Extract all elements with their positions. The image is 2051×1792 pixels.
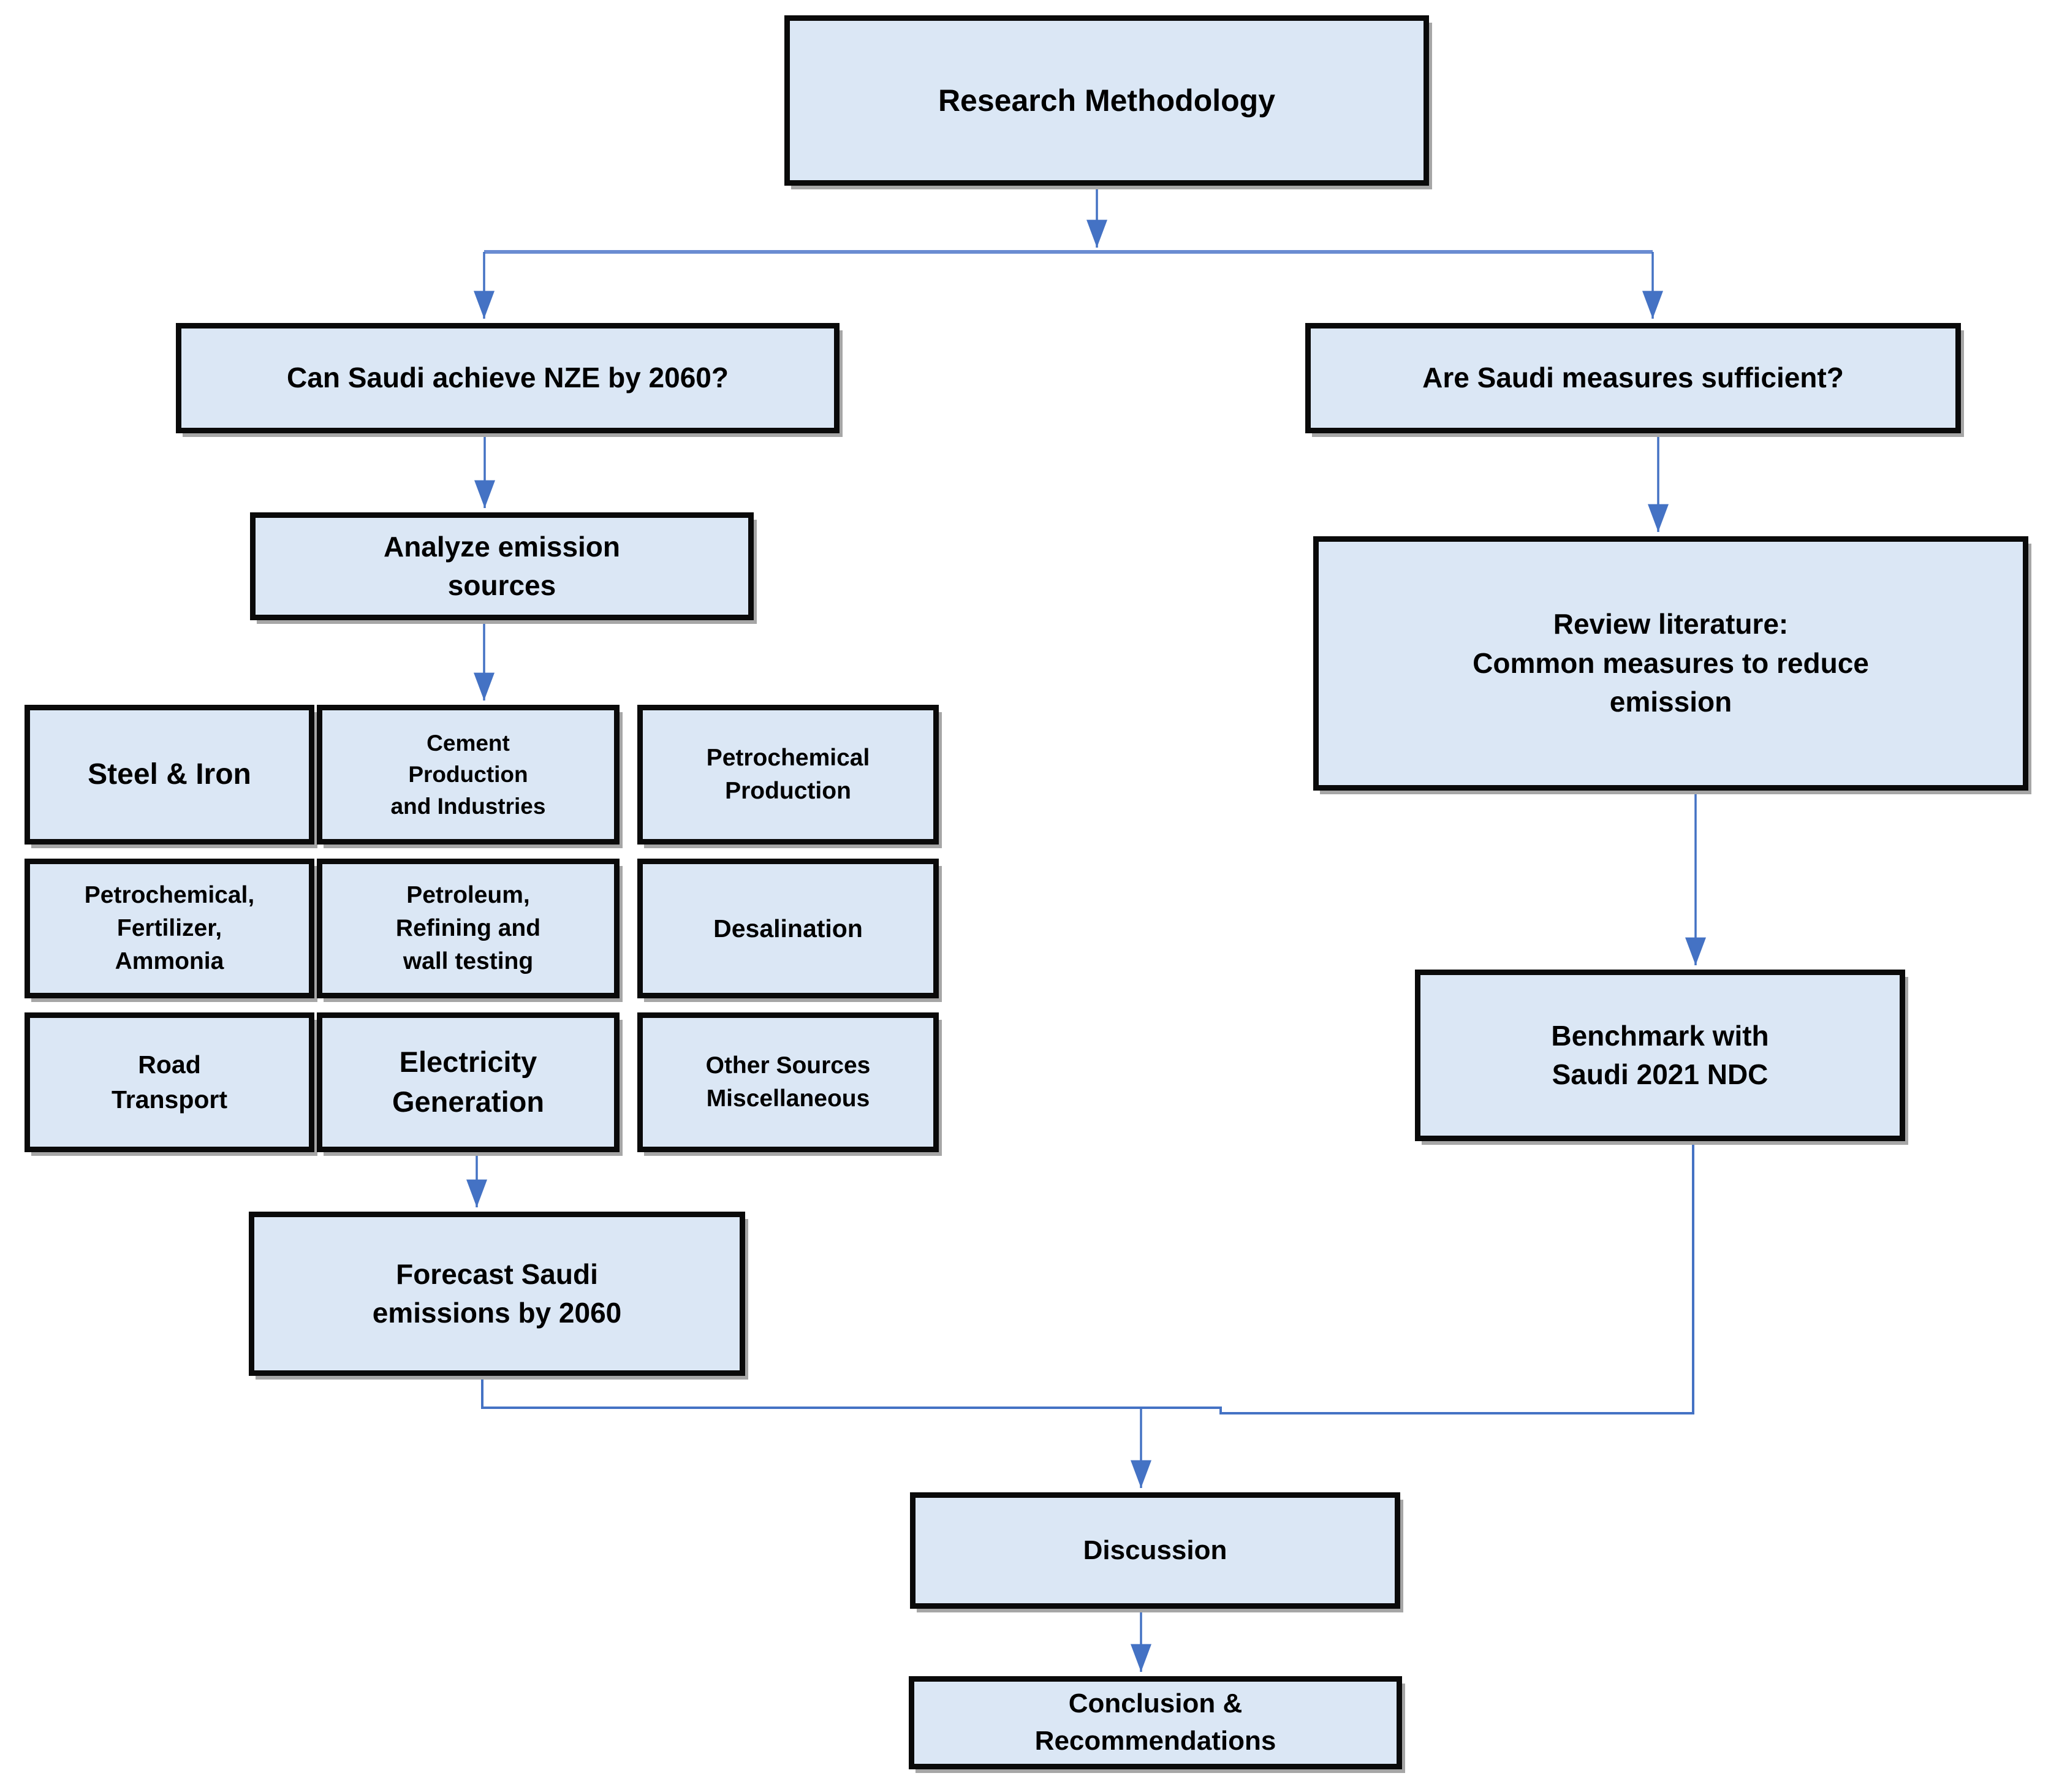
node-steel-iron-label: Steel & Iron <box>88 757 251 791</box>
node-benchmark-saudi-ndc-label: Benchmark with Saudi 2021 NDC <box>1551 1019 1769 1090</box>
node-petrochemical-production-label: Petrochemical Production <box>706 745 870 804</box>
node-discussion: Discussion <box>910 1492 1400 1609</box>
node-conclusion-recommendations-label: Conclusion & Recommendations <box>1034 1688 1276 1756</box>
node-other-sources-miscellaneous-label: Other Sources Miscellaneous <box>705 1052 871 1112</box>
node-conclusion-recommendations: Conclusion & Recommendations <box>909 1676 1402 1769</box>
node-petroleum-refining-label: Petroleum, Refining and wall testing <box>395 882 541 974</box>
node-road-transport-label: Road Transport <box>111 1050 228 1114</box>
node-discussion-label: Discussion <box>1083 1535 1227 1565</box>
node-steel-iron: Steel & Iron <box>25 705 314 845</box>
node-can-saudi-achieve-nze-label: Can Saudi achieve NZE by 2060? <box>287 362 729 394</box>
node-petrochemical-fertilizer-ammonia-label: Petrochemical, Fertilizer, Ammonia <box>84 882 255 974</box>
node-desalination-label: Desalination <box>713 914 863 943</box>
node-other-sources-miscellaneous: Other Sources Miscellaneous <box>637 1012 939 1152</box>
node-cement-production: Cement Production and Industries <box>317 705 620 845</box>
node-research-methodology: Research Methodology <box>784 15 1429 186</box>
node-petrochemical-fertilizer-ammonia: Petrochemical, Fertilizer, Ammonia <box>25 859 314 998</box>
node-review-literature: Review literature: Common measures to re… <box>1313 536 2028 791</box>
node-forecast-saudi-emissions-label: Forecast Saudi emissions by 2060 <box>372 1258 622 1329</box>
node-review-literature-label: Review literature: Common measures to re… <box>1473 608 1869 718</box>
node-cement-production-label: Cement Production and Industries <box>390 731 546 819</box>
node-petrochemical-production: Petrochemical Production <box>637 705 939 845</box>
node-forecast-saudi-emissions: Forecast Saudi emissions by 2060 <box>249 1212 745 1376</box>
node-analyze-emission-sources-label: Analyze emission sources <box>383 530 621 601</box>
node-benchmark-saudi-ndc: Benchmark with Saudi 2021 NDC <box>1415 970 1905 1141</box>
node-desalination: Desalination <box>637 859 939 998</box>
node-are-saudi-measures-sufficient-label: Are Saudi measures sufficient? <box>1422 362 1844 394</box>
node-road-transport: Road Transport <box>25 1012 314 1152</box>
node-electricity-generation: Electricity Generation <box>317 1012 620 1152</box>
node-analyze-emission-sources: Analyze emission sources <box>250 512 754 620</box>
node-petroleum-refining: Petroleum, Refining and wall testing <box>317 859 620 998</box>
node-research-methodology-label: Research Methodology <box>938 83 1276 118</box>
node-are-saudi-measures-sufficient: Are Saudi measures sufficient? <box>1305 323 1961 433</box>
node-electricity-generation-label: Electricity Generation <box>392 1046 545 1118</box>
node-can-saudi-achieve-nze: Can Saudi achieve NZE by 2060? <box>176 323 840 433</box>
